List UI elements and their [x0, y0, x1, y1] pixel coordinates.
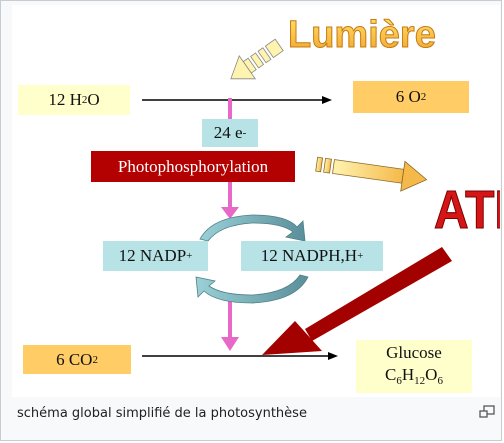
glucose-name: Glucose: [386, 342, 442, 362]
atp-to-glucose-arrow: [262, 247, 452, 355]
cycle-arrow-bottom: [195, 274, 309, 304]
diagram-arrows: Lumière: [142, 14, 500, 360]
enlarge-icon[interactable]: [479, 405, 495, 419]
cycle-arrow-top: [199, 214, 306, 242]
atp-title: ATP: [434, 179, 500, 239]
photosynthesis-diagram: Lumière: [12, 5, 500, 397]
glucose-box: Glucose C6H12O6: [356, 340, 472, 393]
electrons-box: 24 e-: [202, 119, 258, 147]
figure-caption: schéma global simplifié de la photosynth…: [17, 406, 307, 421]
atp-arrow: [315, 156, 428, 192]
photophosphorylation-box: Photophosphorylation: [91, 151, 295, 182]
nadph-box: 12 NADPH,H+: [241, 241, 383, 271]
glucose-formula: C6H12O6: [385, 364, 443, 387]
nadp-box: 12 NADP+: [103, 241, 208, 271]
light-arrow: [230, 38, 284, 80]
lumiere-title: Lumière: [288, 14, 436, 56]
